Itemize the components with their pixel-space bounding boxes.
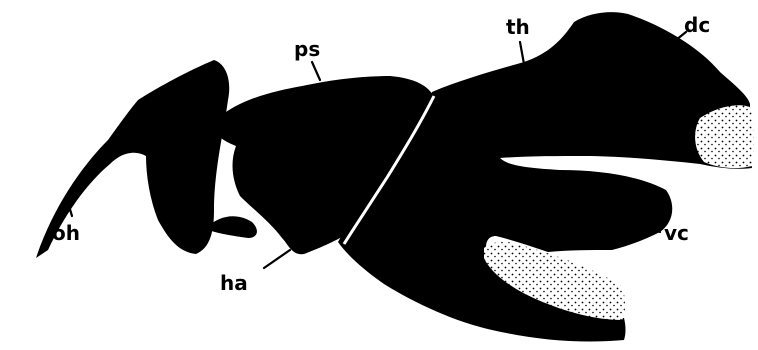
label-ha: ha: [220, 271, 248, 295]
leader-th: [520, 42, 524, 64]
label-dc: dc: [684, 13, 710, 37]
label-oh: oh: [52, 221, 80, 245]
hyoid-arch-fragment: [208, 216, 257, 238]
label-ps: ps: [294, 37, 320, 61]
leader-ps: [312, 62, 320, 80]
label-th: th: [506, 15, 530, 39]
leader-ha: [264, 250, 290, 268]
label-vc: vc: [664, 221, 689, 245]
